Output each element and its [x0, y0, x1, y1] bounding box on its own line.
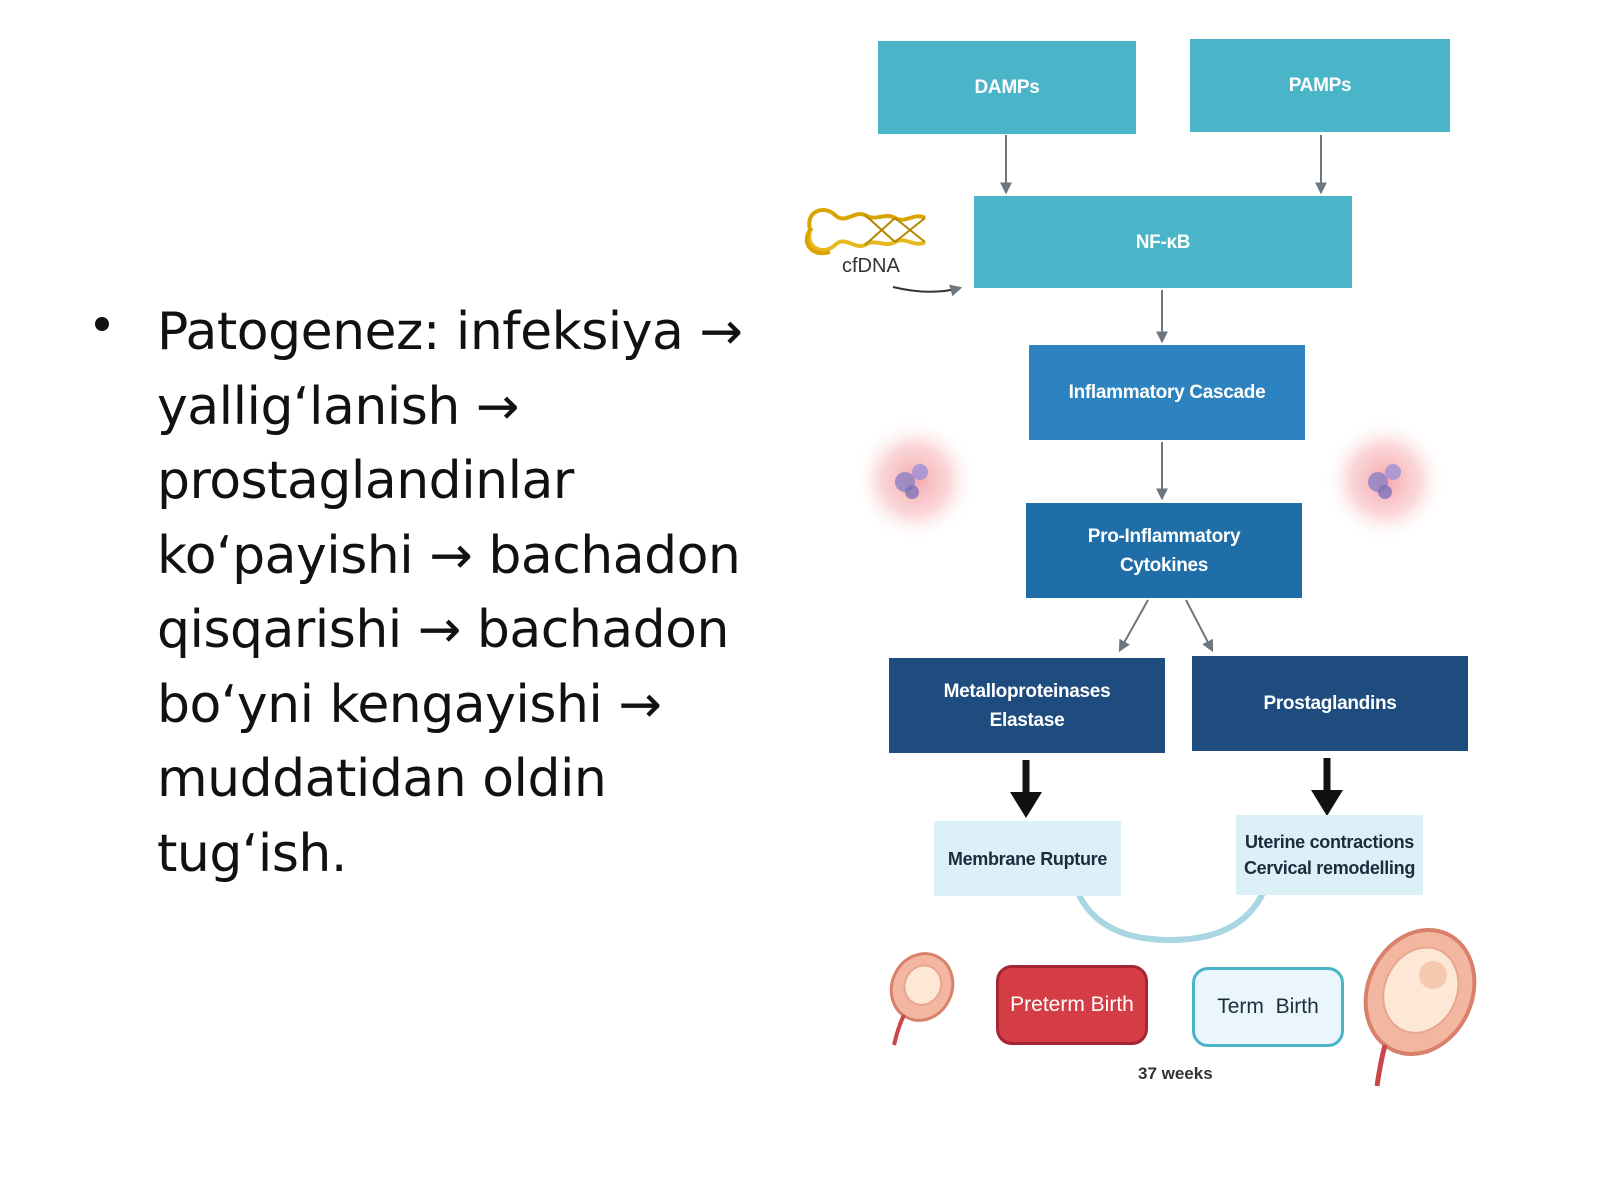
cfdna-helix-icon	[804, 208, 927, 256]
uterus-fetus-icon	[889, 952, 955, 1046]
preterm-birth-badge: Preterm Birth	[996, 965, 1148, 1045]
bullet-line: muddatidan oldin	[157, 749, 607, 809]
immune-cell-icon	[853, 418, 977, 542]
bullet-line: prostaglandinlar	[157, 451, 574, 511]
cytokines-line2: Cytokines	[1119, 554, 1209, 576]
cytokines-box: Pro-Inflammatory Cytokines	[1026, 503, 1302, 598]
bold-arrow-head-left	[1010, 792, 1042, 818]
immune-cell-icon	[1323, 418, 1447, 542]
damps-box: DAMPs	[878, 41, 1136, 134]
inflammatory-cascade-box: Inflammatory Cascade	[1029, 345, 1305, 440]
bold-arrow-head-right	[1311, 790, 1343, 816]
bullet-list: Patogenez: infeksiya → yallig‘lanish → p…	[95, 295, 775, 891]
mmp-line2: Elastase	[989, 709, 1065, 731]
uterus-fetus-icon	[1363, 927, 1477, 1087]
prostaglandins-box: Prostaglandins	[1192, 656, 1468, 751]
arrow-cytokines-mmp	[1118, 599, 1149, 653]
bullet-line: yallig‘lanish →	[157, 376, 519, 437]
bullet-line: tug‘ish.	[157, 823, 347, 884]
mmp-line1: Metalloproteinases	[943, 680, 1111, 702]
nfkb-box: NF-κB	[974, 196, 1352, 288]
uterine-contractions-box: Uterine contractions Cervical remodellin…	[1236, 815, 1423, 895]
pamps-box: PAMPs	[1190, 39, 1450, 132]
metalloproteinases-box: Metalloproteinases Elastase	[889, 658, 1165, 753]
bullet-point-icon	[95, 317, 109, 331]
bullet-line: ko‘payishi → bachadon	[157, 525, 741, 586]
weeks-label: 37 weeks	[1138, 1064, 1213, 1083]
term-birth-badge: Term Birth	[1192, 967, 1344, 1047]
bullet-line: bo‘yni kengayishi →	[157, 674, 662, 735]
outcome-arc	[1075, 891, 1266, 944]
cfdna-label: cfDNA	[842, 255, 900, 277]
bullet-text: Patogenez: infeksiya → yallig‘lanish → p…	[157, 295, 775, 891]
arrow-cfdna-nfkb	[892, 284, 963, 297]
cytokines-line1: Pro-Inflammatory	[1087, 525, 1241, 547]
membrane-rupture-box: Membrane Rupture	[934, 821, 1121, 896]
bullet-line: Patogenez: infeksiya →	[157, 302, 743, 362]
bullet-line: qisqarishi → bachadon	[157, 600, 729, 660]
arrow-cytokines-prostaglandins	[1185, 599, 1214, 653]
uterine-line2: Cervical remodelling	[1243, 858, 1416, 878]
uterine-line1: Uterine contractions	[1244, 832, 1415, 852]
